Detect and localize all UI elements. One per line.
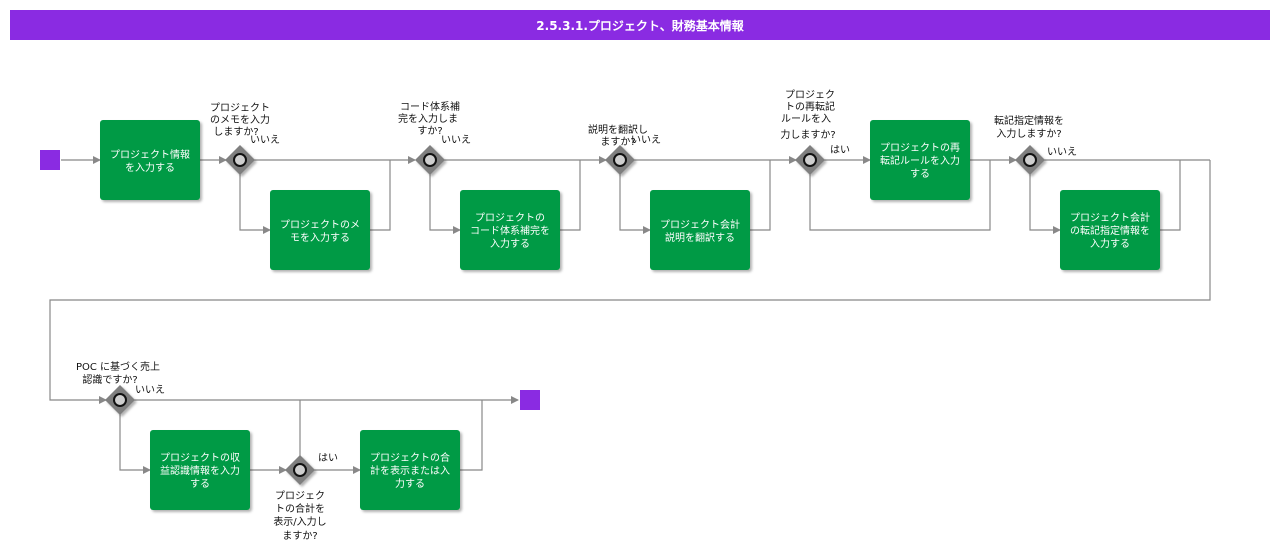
start-event bbox=[40, 150, 60, 170]
task-text-line: プロジェクトのメ bbox=[280, 219, 360, 231]
gateway-poc-revenue[interactable] bbox=[105, 385, 135, 415]
edge-label-yes: はい bbox=[318, 452, 338, 464]
gateway-totals[interactable] bbox=[285, 455, 315, 485]
gateway-label-memo: プロジェクトのメモを入力しますか? bbox=[210, 102, 270, 138]
svg-text:プロジェクト会計説明を翻訳する: プロジェクト会計説明を翻訳する bbox=[660, 218, 740, 244]
task-text-line: プロジェクトの bbox=[475, 212, 545, 224]
gateway-code-completion[interactable] bbox=[415, 145, 445, 175]
connectors-row-1 bbox=[49, 156, 1211, 404]
task-text-line: モを入力する bbox=[290, 231, 350, 244]
task-text-line: プロジェクトの再 bbox=[880, 142, 960, 154]
task-text-line: プロジェクト会計 bbox=[1070, 211, 1150, 224]
gateway-translate[interactable] bbox=[605, 145, 635, 175]
task-text-line: プロジェクト会計 bbox=[660, 218, 740, 231]
task-translate-accounting-desc[interactable]: プロジェクト会計説明を翻訳する bbox=[650, 190, 750, 270]
task-text-line: 計を表示または入 bbox=[370, 464, 450, 477]
diagram-title: 2.5.3.1.プロジェクト、財務基本情報 bbox=[10, 10, 1270, 40]
svg-text:プロジェクトのメモを入力する: プロジェクトのメモを入力する bbox=[280, 219, 360, 244]
task-text-line: プロジェクト情報 bbox=[110, 148, 190, 161]
task-enter-repost-rules[interactable]: プロジェクトの再転記ルールを入力する bbox=[870, 120, 970, 200]
edge-label-no: いいえ bbox=[135, 384, 165, 396]
task-display-enter-totals[interactable]: プロジェクトの合計を表示または入力する bbox=[360, 430, 460, 510]
svg-text:プロジェクトの再転記ルールを入力する: プロジェクトの再転記ルールを入力する bbox=[880, 142, 960, 180]
edge-label-no: いいえ bbox=[631, 134, 661, 146]
task-text-line: 力する bbox=[395, 477, 425, 490]
task-text-line: を入力する bbox=[125, 161, 175, 174]
task-text-line: する bbox=[910, 168, 930, 180]
task-text-line: 入力する bbox=[1090, 237, 1130, 250]
gateway-label-posting-spec: 転記指定情報を入力しますか? bbox=[994, 114, 1064, 140]
task-enter-posting-spec[interactable]: プロジェクト会計の転記指定情報を入力する bbox=[1060, 190, 1160, 270]
edge-label-yes: はい bbox=[830, 144, 850, 156]
task-enter-code-completion[interactable]: プロジェクトのコード体系補完を入力する bbox=[460, 190, 560, 270]
task-enter-project-memo[interactable]: プロジェクトのメモを入力する bbox=[270, 190, 370, 270]
task-enter-project-info[interactable]: プロジェクト情報を入力する bbox=[100, 120, 200, 200]
task-text-line: 転記ルールを入力 bbox=[880, 154, 960, 167]
task-text-line: コード体系補完を bbox=[470, 224, 550, 237]
gateway-label-translate: 説明を翻訳しますか? bbox=[588, 123, 648, 148]
end-event bbox=[520, 390, 540, 410]
task-text-line: プロジェクトの収 bbox=[160, 452, 240, 464]
edge-label-no: いいえ bbox=[1047, 146, 1077, 158]
gateway-label-poc-revenue: POC に基づく売上認識ですか? bbox=[76, 360, 160, 386]
edge-label-no: いいえ bbox=[441, 134, 471, 146]
svg-text:プロジェクト情報を入力する: プロジェクト情報を入力する bbox=[110, 148, 190, 174]
gateway-memo[interactable] bbox=[225, 145, 255, 175]
task-text-line: の転記指定情報を bbox=[1070, 224, 1150, 237]
svg-text:プロジェクトのコード体系補完を入力する: プロジェクトのコード体系補完を入力する bbox=[470, 212, 550, 250]
task-text-line: 説明を翻訳する bbox=[665, 231, 735, 244]
task-enter-revenue-recognition[interactable]: プロジェクトの収益認識情報を入力する bbox=[150, 430, 250, 510]
svg-text:プロジェクト会計の転記指定情報を入力する: プロジェクト会計の転記指定情報を入力する bbox=[1070, 211, 1150, 250]
task-text-line: する bbox=[190, 478, 210, 490]
task-text-line: 益認識情報を入力 bbox=[160, 464, 240, 477]
gateway-repost-rules[interactable] bbox=[795, 145, 825, 175]
gateway-label-repost-rules: プロジェクトの再転記ルールを入力しますか? bbox=[780, 89, 835, 141]
gateway-posting-spec[interactable] bbox=[1015, 145, 1045, 175]
gateway-label-code-completion: コード体系補完を入力しますか? bbox=[398, 100, 460, 137]
connectors-row-2 bbox=[119, 396, 519, 474]
task-text-line: 入力する bbox=[490, 237, 530, 250]
svg-text:プロジェクトの合計を表示または入力する: プロジェクトの合計を表示または入力する bbox=[370, 451, 450, 490]
svg-text:プロジェクトの収益認識情報を入力する: プロジェクトの収益認識情報を入力する bbox=[160, 452, 240, 490]
edge-label-no: いいえ bbox=[250, 134, 280, 146]
gateway-label-totals: プロジェクトの合計を表示/入力しますか? bbox=[273, 490, 326, 542]
task-text-line: プロジェクトの合 bbox=[370, 451, 450, 464]
